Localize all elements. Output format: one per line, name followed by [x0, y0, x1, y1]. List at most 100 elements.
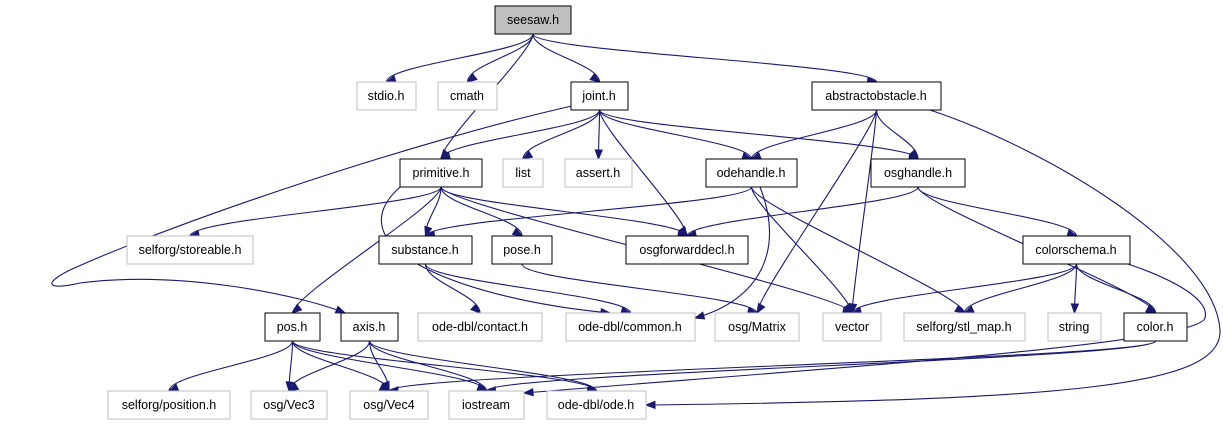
node-label: assert.h [576, 166, 621, 180]
edge-colorschema-to-vector [851, 263, 1078, 314]
edge-axis-to-ode [368, 340, 598, 392]
node-osg-matrix[interactable]: osg/Matrix [714, 312, 800, 342]
edge-abstractobstacle-to-vector [851, 109, 878, 314]
node-label: osgforwarddecl.h [639, 243, 734, 257]
edge-abstractobstacle-to-odehandle [750, 109, 878, 160]
edge-primitive-to-osgforwarddecl [440, 186, 688, 237]
node-label: osg/Matrix [728, 320, 786, 334]
arrowhead-colorschema-to-iostream [522, 387, 534, 397]
node-colorschema-h[interactable]: colorschema.h [1022, 235, 1131, 265]
arrowhead-primitive-to-pose [511, 227, 524, 237]
node-string[interactable]: string [1047, 312, 1102, 342]
node-pose-h[interactable]: pose.h [491, 235, 553, 265]
node-label: color.h [1137, 320, 1174, 334]
node-ode-dbl-common-h[interactable]: ode-dbl/common.h [565, 312, 696, 342]
edge-axis-to-iostream [368, 340, 488, 392]
node-label: vector [835, 320, 869, 334]
edge-pos-to-ode [291, 340, 598, 392]
edge-substance-to-contact [424, 263, 481, 314]
edge-odehandle-to-substance [424, 186, 753, 237]
edge-seesaw-to-stdio [385, 33, 534, 83]
arrowhead-odehandle-to-stl_map [954, 304, 966, 314]
edge-seesaw-to-abstractobstacle [532, 33, 878, 83]
edge-color-to-iostream [485, 340, 1157, 392]
node-pos-h[interactable]: pos.h [264, 312, 321, 342]
edge-joint-to-osghandle [598, 109, 919, 160]
edge-joint-to-axis [51, 105, 573, 314]
node-color-h[interactable]: color.h [1123, 312, 1188, 342]
node-selforg-position-h[interactable]: selforg/position.h [107, 390, 231, 420]
node-label: ode-dbl/common.h [578, 320, 682, 334]
node-label: iostream [462, 398, 510, 412]
edge-osghandle-to-colorschema [917, 186, 1078, 237]
arrowhead-axis-to-vec4 [381, 380, 390, 393]
edge-joint-to-list [522, 109, 601, 160]
edge-pos-to-vec4 [291, 340, 390, 392]
node-label: substance.h [391, 243, 458, 257]
node-vector[interactable]: vector [822, 312, 882, 342]
node-stdio-h[interactable]: stdio.h [356, 81, 417, 111]
arrowhead-abstractobstacle-to-osghandle [908, 149, 919, 161]
node-assert-h[interactable]: assert.h [564, 158, 633, 188]
node-label: list [515, 166, 531, 180]
node-label: stdio.h [368, 89, 405, 103]
edge-seesaw-to-cmath [466, 33, 534, 83]
node-axis-h[interactable]: axis.h [340, 312, 399, 342]
node-label: osghandle.h [884, 166, 952, 180]
node-label: abstractobstacle.h [825, 89, 926, 103]
arrowhead-colorschema-to-color [1145, 304, 1157, 314]
arrowhead-seesaw-to-joint [589, 73, 601, 83]
edge-pose-to-matrix [521, 263, 758, 314]
node-selforg-stl-map-h[interactable]: selforg/stl_map.h [903, 312, 1026, 342]
node-label: osg/Vec4 [363, 398, 414, 412]
node-osg-vec3[interactable]: osg/Vec3 [250, 390, 328, 420]
node-list[interactable]: list [502, 158, 544, 188]
node-osg-vec4[interactable]: osg/Vec4 [349, 390, 429, 420]
edge-osghandle-to-osgforwarddecl [686, 186, 919, 237]
arrowhead-abstractobstacle-to-ode [644, 400, 656, 410]
node-odehandle-h[interactable]: odehandle.h [705, 158, 798, 188]
arrowhead-odehandle-to-vector [842, 302, 853, 315]
node-label: ode-dbl/ode.h [558, 398, 635, 412]
arrowhead-abstractobstacle-to-matrix [756, 302, 766, 315]
edge-colorschema-to-color [1075, 263, 1157, 314]
node-iostream[interactable]: iostream [448, 390, 525, 420]
node-label: selforg/position.h [122, 398, 217, 412]
node-label: joint.h [581, 89, 615, 103]
node-label: colorschema.h [1035, 243, 1116, 257]
node-label: string [1059, 320, 1090, 334]
nodes-layer: seesaw.h stdio.h cmath joint.h abstracto… [107, 5, 1188, 420]
node-abstractobstacle-h[interactable]: abstractobstacle.h [811, 81, 942, 111]
edges-layer [51, 33, 1221, 410]
edge-joint-to-primitive [440, 109, 601, 160]
node-ode-dbl-ode-h[interactable]: ode-dbl/ode.h [546, 390, 647, 420]
arrowhead-joint-to-axis [334, 305, 347, 314]
node-selforg-storeable-h[interactable]: selforg/storeable.h [126, 235, 254, 265]
edge-odehandle-to-vector [750, 186, 853, 314]
edge-primitive-to-pos [291, 186, 442, 314]
edge-abstractobstacle-to-osghandle [875, 109, 919, 160]
node-osghandle-h[interactable]: osghandle.h [870, 158, 966, 188]
edge-joint-to-osgforwarddecl [598, 109, 688, 237]
edge-pos-to-iostream [291, 340, 488, 392]
edge-primitive-to-storeable [189, 186, 442, 237]
node-ode-dbl-contact-h[interactable]: ode-dbl/contact.h [417, 312, 543, 342]
arrowhead-primitive-to-pos [291, 303, 303, 314]
node-cmath[interactable]: cmath [437, 81, 498, 111]
edge-abstractobstacle-to-matrix [756, 109, 878, 314]
node-primitive-h[interactable]: primitive.h [399, 158, 483, 188]
node-substance-h[interactable]: substance.h [378, 235, 473, 265]
edge-odehandle-to-common [694, 186, 770, 319]
node-osgforwarddecl-h[interactable]: osgforwarddecl.h [625, 235, 749, 265]
arrowhead-joint-to-assert [594, 149, 603, 161]
edge-abstractobstacle-to-ode [645, 109, 1221, 406]
arrowhead-substance-to-contact [470, 303, 482, 314]
edge-joint-to-odehandle [598, 109, 753, 160]
arrowhead-primitive-to-substance [424, 225, 433, 238]
edge-color-to-vec4 [388, 340, 1157, 392]
node-label: cmath [450, 89, 484, 103]
node-label: axis.h [353, 320, 386, 334]
node-label: pose.h [503, 243, 541, 257]
node-seesaw-h[interactable]: seesaw.h [494, 5, 572, 35]
node-joint-h[interactable]: joint.h [570, 81, 629, 111]
